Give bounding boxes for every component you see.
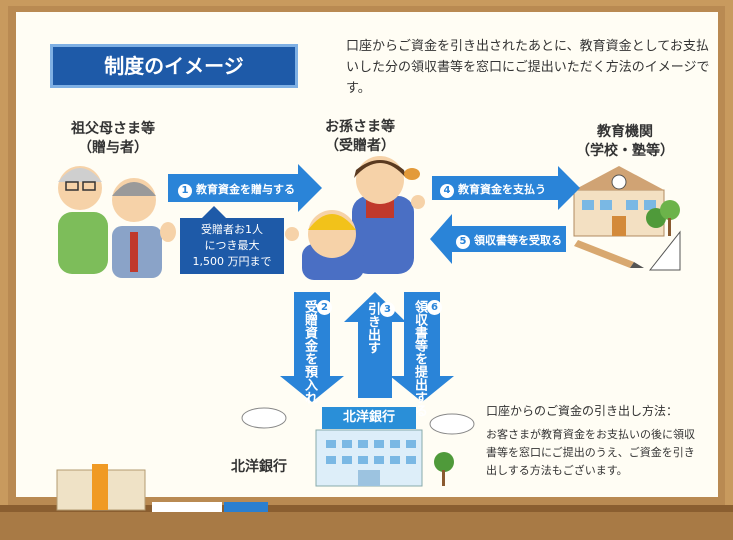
institution-role: （学校・塾等） (576, 143, 674, 159)
limit-pointer (202, 206, 226, 218)
note-body: お客さまが教育資金をお支払いの後に領収書等を窓口にご提出のうえ、ご資金を引き出し… (486, 428, 695, 477)
description: 口座からご資金を引き出されたあとに、教育資金としてお支払いした分の領収書等を窓口… (346, 39, 710, 96)
bank-sign: 北洋銀行 (322, 407, 416, 429)
bank-label: 北洋銀行 (231, 459, 287, 475)
bank-illustration (241, 407, 475, 487)
tray-marker (92, 464, 108, 510)
arrow-3 (344, 292, 406, 398)
arrow-2 (280, 292, 344, 402)
limit-callout: 受贈者お1人 につき最大 1,500 万円まで (180, 218, 284, 274)
grandparents-illustration (58, 166, 176, 278)
institution-label: 教育機関 （学校・塾等） (560, 123, 690, 161)
donor-role: （贈与者） (78, 140, 148, 156)
limit-line-3: 1,500 万円まで (192, 255, 272, 268)
tray-edge (0, 505, 733, 512)
page-title: 制度のイメージ (50, 44, 298, 88)
limit-line-1: 受贈者お1人 (201, 223, 263, 236)
arrow-5 (430, 214, 566, 264)
donor-name: 祖父母さま等 (71, 121, 155, 137)
eraser (152, 502, 222, 512)
recipient-name: お孫さま等 (325, 119, 395, 135)
donor-label: 祖父母さま等 （贈与者） (58, 120, 168, 158)
school-illustration (573, 166, 681, 271)
chalk-blue (224, 502, 268, 512)
note-title: 口座からのご資金の引き出し方法： (486, 404, 679, 418)
arrow-6 (390, 292, 454, 402)
recipient-label: お孫さま等 （受贈者） (310, 118, 410, 156)
limit-line-2: につき最大 (204, 239, 260, 252)
institution-name: 教育機関 (597, 124, 653, 140)
grandchildren-illustration (285, 156, 425, 280)
arrow-4 (432, 166, 580, 210)
arrow-1 (168, 164, 322, 212)
recipient-role: （受贈者） (325, 138, 395, 154)
